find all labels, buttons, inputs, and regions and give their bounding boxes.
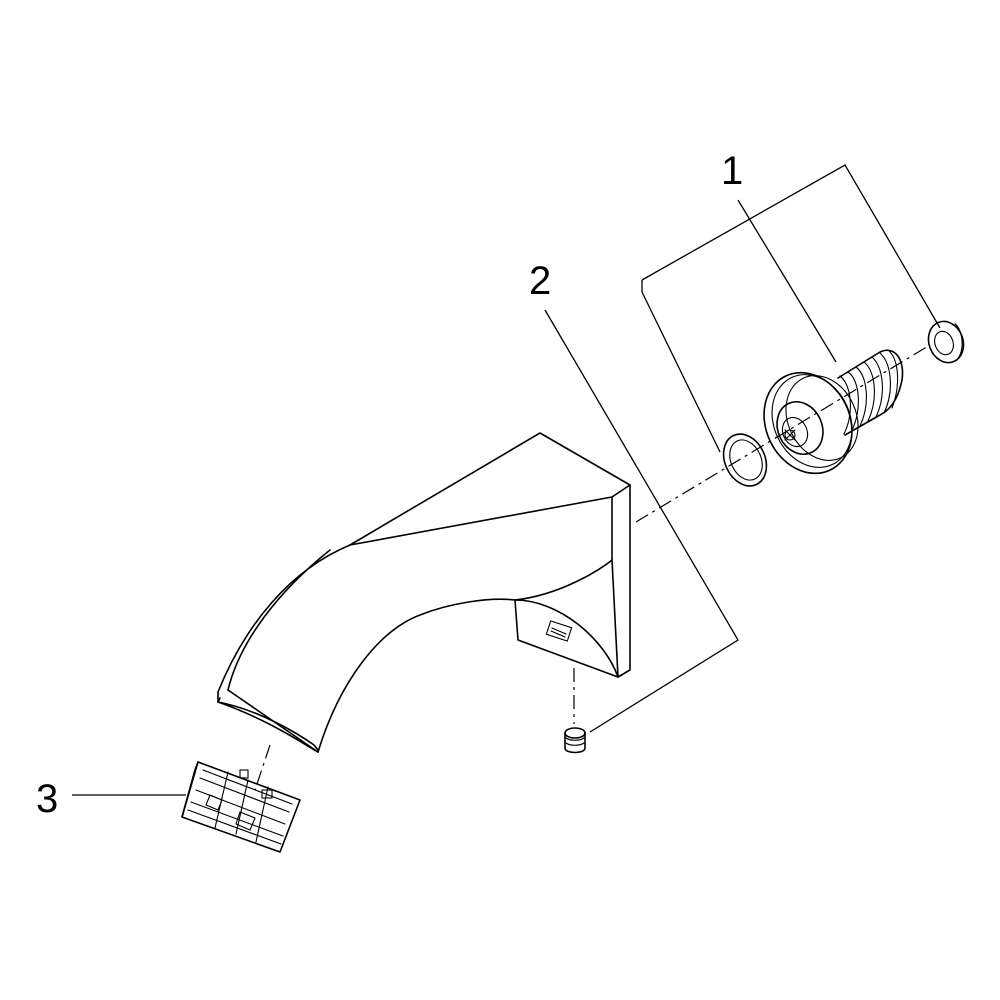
aerator	[181, 761, 301, 853]
aerator-axis-line	[254, 744, 271, 791]
callout-2: 2	[529, 259, 551, 303]
washer	[927, 320, 965, 364]
callout-1: 1	[721, 149, 743, 193]
leader-1-bracket	[641, 164, 941, 329]
leader-1-oring	[641, 280, 721, 453]
spout-body	[217, 432, 631, 753]
mounting-adapter	[763, 349, 904, 475]
o-ring	[722, 433, 768, 487]
leader-2	[544, 309, 739, 733]
callout-3: 3	[36, 777, 58, 821]
leader-1-adapter	[737, 199, 837, 363]
set-screw	[564, 727, 586, 754]
